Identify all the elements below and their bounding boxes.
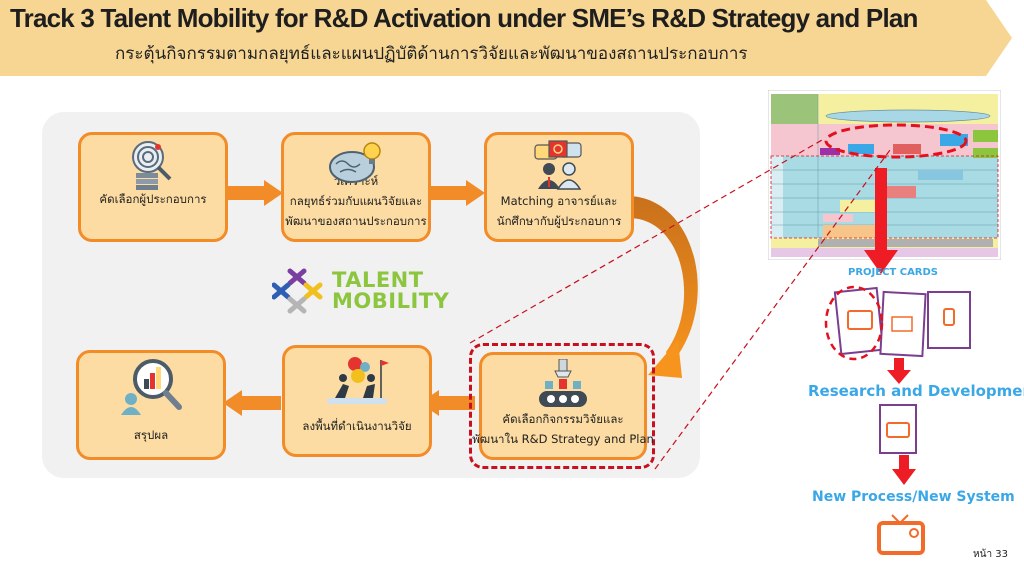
- research-development-label: Research and Development: [808, 382, 1024, 400]
- red-arrow-down-1: [864, 168, 898, 274]
- step-label: นักศึกษากับผู้ประกอบการ: [496, 214, 622, 228]
- header-banner: Track 3 Talent Mobility for R&D Activati…: [0, 0, 1024, 76]
- page-subtitle: กระตุ้นกิจกรรมตามกลยุทธ์และแผนปฏิบัติด้า…: [115, 44, 748, 64]
- highlight-dashed-box: [469, 343, 655, 469]
- banner-shape: [0, 0, 1012, 76]
- arrow-right-1: [228, 180, 283, 206]
- roadmap-row-market: [771, 94, 818, 124]
- step-summarize: สรุปผล: [76, 350, 226, 460]
- step-matching: Matching อาจารย์และ นักศึกษากับผู้ประกอบ…: [484, 132, 634, 242]
- step-label: Matching อาจารย์และ: [500, 194, 618, 208]
- step-label: คัดเลือกผู้ประกอบการ: [99, 192, 207, 206]
- conveyor-selection-icon: [539, 359, 587, 407]
- arrow-right-2: [430, 180, 485, 206]
- talent-mobility-logo-icon: [272, 268, 323, 314]
- talent-mobility-logo: TALENT MOBILITY: [332, 270, 449, 312]
- tv-product-icon: [877, 514, 925, 555]
- step-label: สรุปผล: [133, 428, 169, 442]
- target-search-icon: [132, 141, 172, 190]
- step-label: คัดเลือกกิจกรรมวิจัยและ: [502, 412, 624, 426]
- new-process-system-label: New Process/New System: [812, 489, 1015, 505]
- brain-lightbulb-icon: [329, 142, 381, 183]
- red-arrow-down-3: [892, 455, 916, 485]
- step-label: พัฒนาใน R&D Strategy and Plan: [472, 432, 654, 446]
- logo-line-1: TALENT: [332, 268, 424, 292]
- logo-line-2: MOBILITY: [332, 289, 450, 313]
- step-analyze-strategy: วิเคราะห์ กลยุทธ์ร่วมกับแผนวิจัยและ พัฒน…: [281, 132, 431, 242]
- project-card-single-icon: [879, 404, 917, 454]
- arrow-left-2: [223, 390, 281, 416]
- step-select-entrepreneur: คัดเลือกผู้ประกอบการ: [78, 132, 228, 242]
- step-label: พัฒนาของสถานประกอบการ: [285, 214, 427, 228]
- page-number: หน้า 33: [973, 549, 1008, 560]
- step-select-rd-activity: คัดเลือกกิจกรรมวิจัยและ พัฒนาใน R&D Stra…: [472, 352, 654, 460]
- project-cards-icon: [824, 285, 971, 361]
- step-label: กลยุทธ์ร่วมกับแผนวิจัยและ: [289, 194, 423, 208]
- analysis-magnifier-icon: [121, 359, 182, 415]
- red-arrow-down-2: [887, 358, 911, 384]
- page-title: Track 3 Talent Mobility for R&D Activati…: [10, 3, 918, 33]
- matching-people-icon: [534, 140, 582, 190]
- project-cards-label: PROJECT CARDS: [848, 267, 939, 278]
- step-label: ลงพื้นที่ดำเนินงานวิจัย: [302, 419, 412, 433]
- step-field-research: ลงพื้นที่ดำเนินงานวิจัย: [282, 345, 432, 457]
- teamwork-gears-flag-icon: [327, 357, 389, 404]
